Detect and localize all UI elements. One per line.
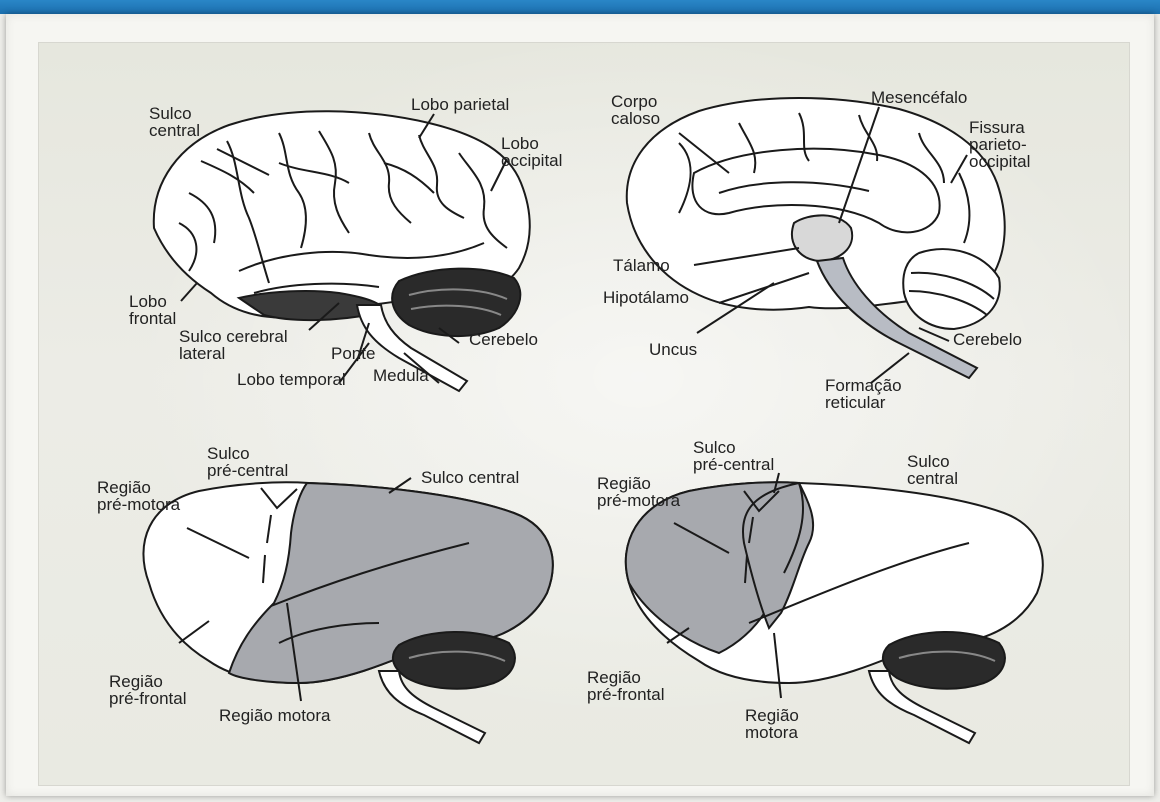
label-cerebelo-2: Cerebelo [953,331,1022,348]
label-lobo-temporal: Lobo temporal [237,371,346,388]
photo-mat: Sulco central Lobo parietal Lobo occipit… [38,42,1130,786]
lateral-regions-right [626,473,1043,743]
label-sulco-central-2: Sulco central [421,469,519,486]
label-regiao-pre-motora-2: Região pré-motora [597,475,680,509]
label-lobo-occipital: Lobo occipital [501,135,562,169]
label-corpo-caloso: Corpo caloso [611,93,660,127]
label-mesencefalo: Mesencéfalo [871,89,967,106]
label-sulco-cerebral-lateral: Sulco cerebral lateral [179,328,288,362]
photo-frame: Sulco central Lobo parietal Lobo occipit… [6,14,1154,796]
lateral-regions-left [143,478,552,743]
label-uncus: Uncus [649,341,697,358]
brain-illustrations [39,43,1129,785]
label-regiao-pre-motora-1: Região pré-motora [97,479,180,513]
label-regiao-pre-frontal-1: Região pré-frontal [109,673,186,707]
label-regiao-motora-2: Região motora [745,707,799,741]
label-talamo: Tálamo [613,257,670,274]
label-ponte: Ponte [331,345,375,362]
label-lobo-parietal: Lobo parietal [411,96,509,113]
label-sulco-pre-central-1: Sulco pré-central [207,445,288,479]
label-cerebelo-1: Cerebelo [469,331,538,348]
label-hipotalamo: Hipotálamo [603,289,689,306]
label-regiao-motora-1: Região motora [219,707,331,724]
label-fissura-parieto-occipital: Fissura parieto- occipital [969,119,1030,170]
label-formacao-reticular: Formação reticular [825,377,902,411]
label-sulco-central-3: Sulco central [907,453,958,487]
label-medula: Medula [373,367,429,384]
label-sulco-central: Sulco central [149,105,200,139]
label-lobo-frontal: Lobo frontal [129,293,176,327]
label-regiao-pre-frontal-2: Região pré-frontal [587,669,664,703]
top-accent-bar [0,0,1160,14]
label-sulco-pre-central-2: Sulco pré-central [693,439,774,473]
